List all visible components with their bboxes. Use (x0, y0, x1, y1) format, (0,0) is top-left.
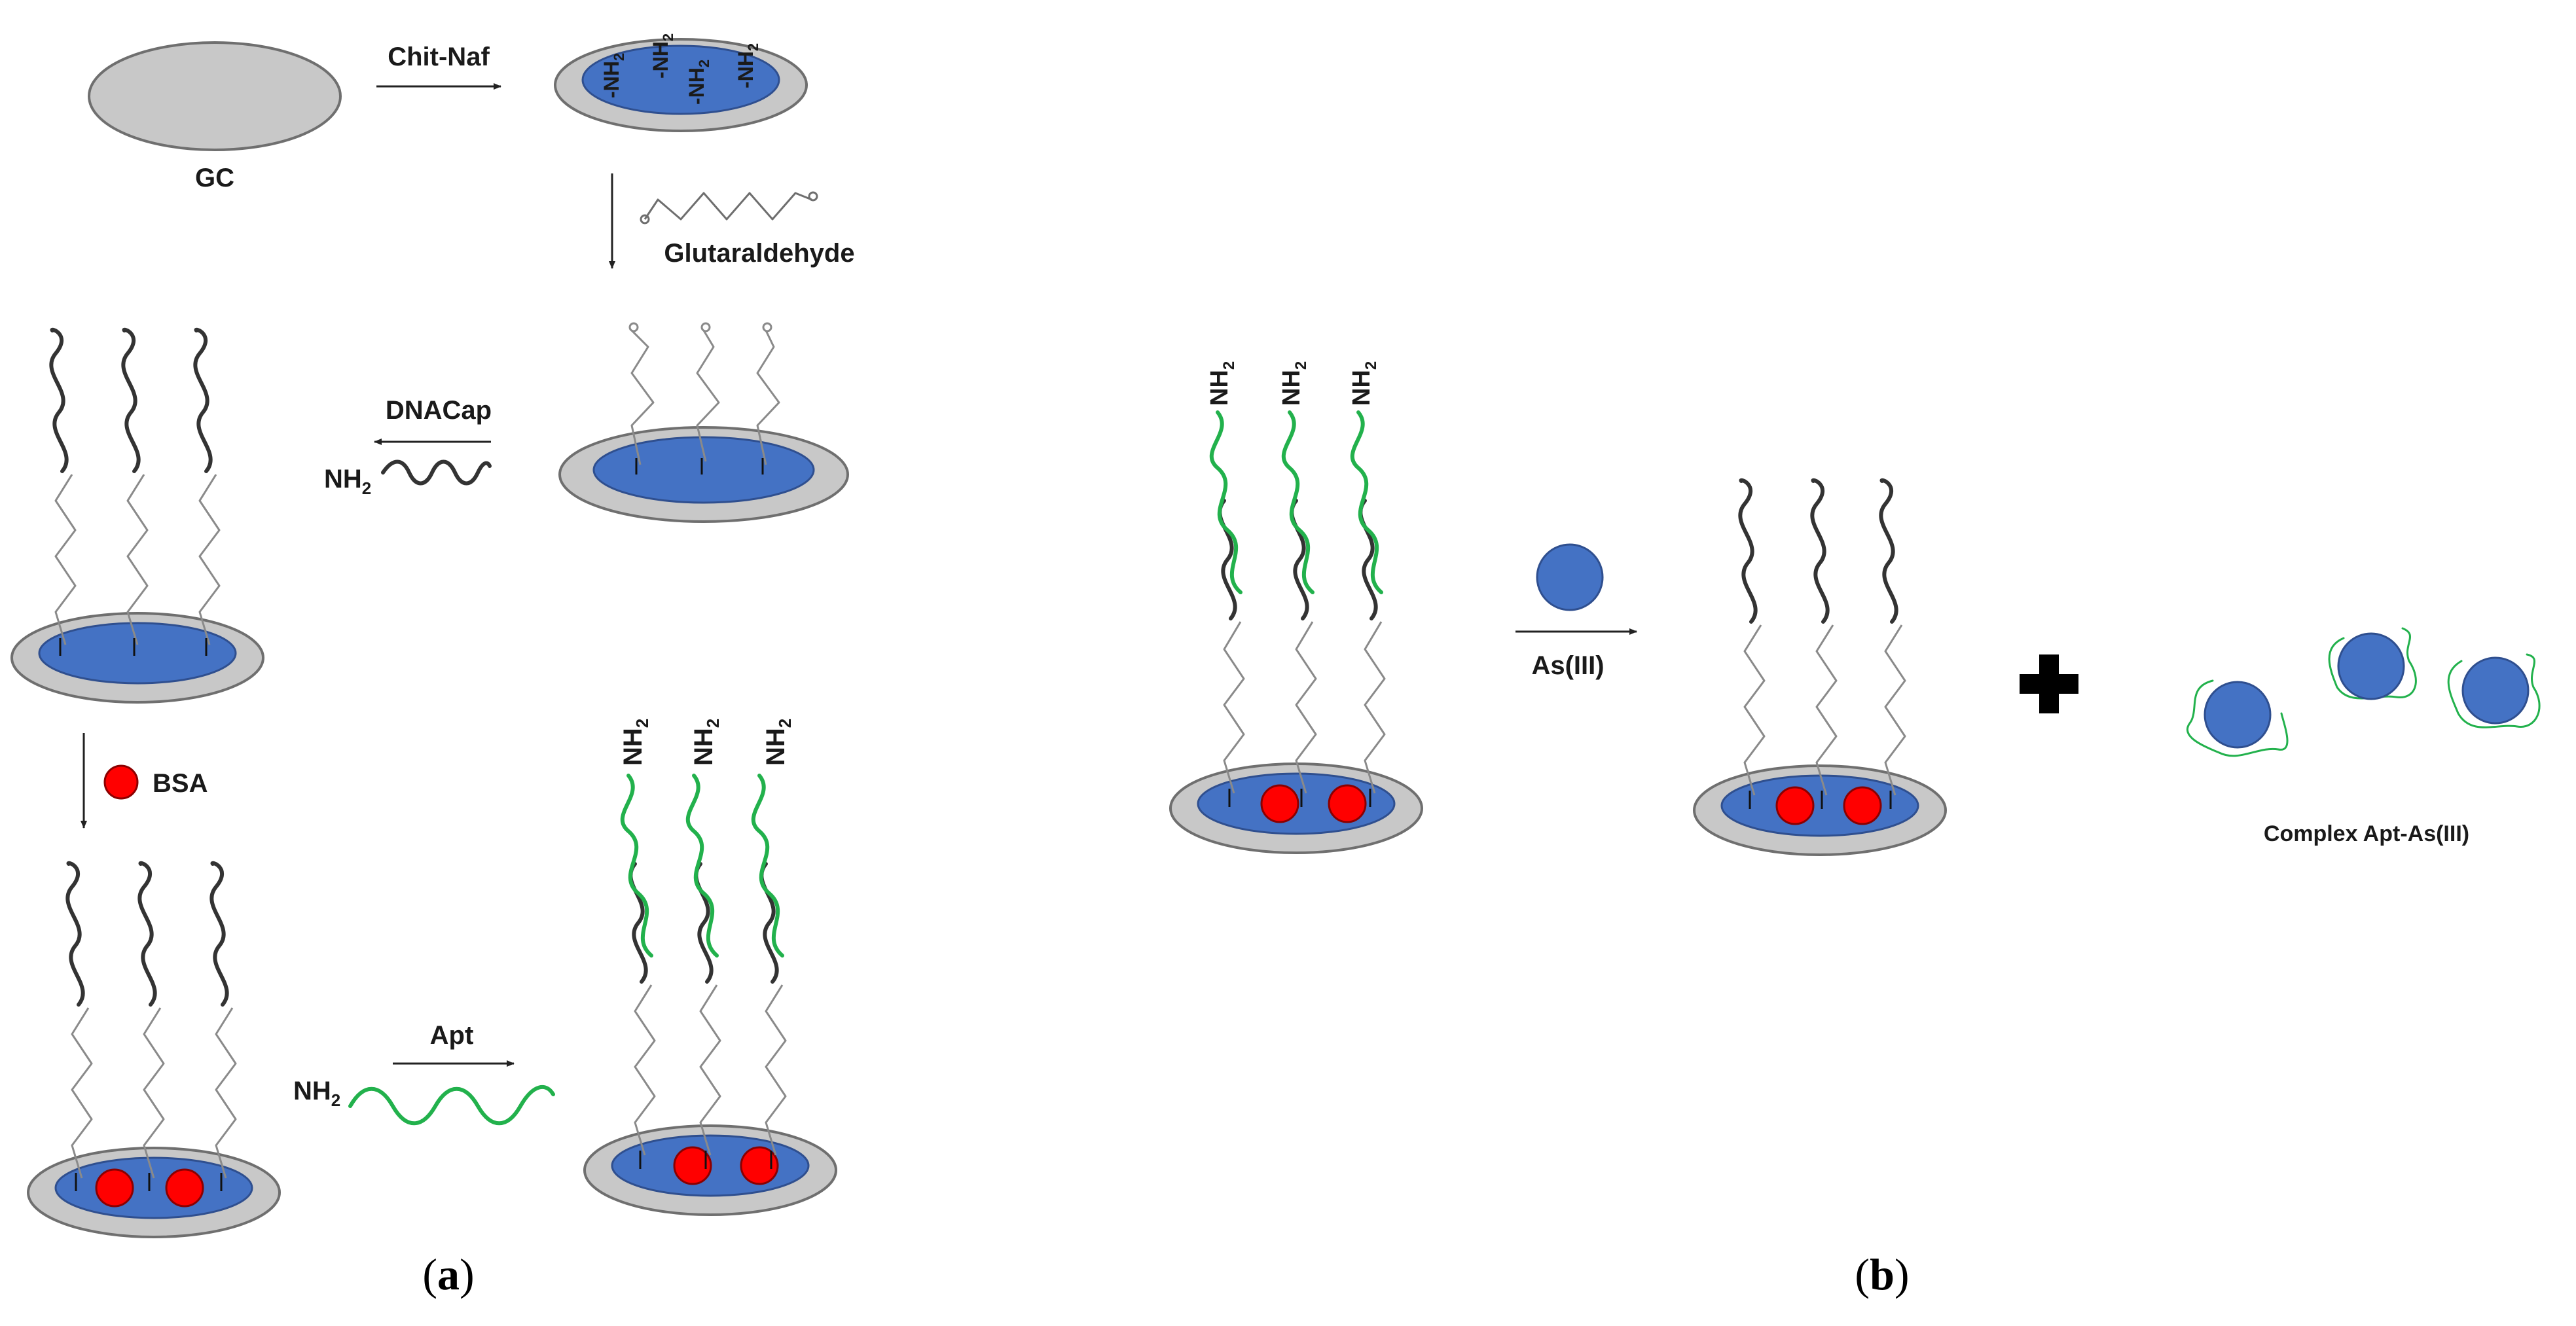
complex-label: Complex Apt-As(III) (2264, 821, 2469, 846)
step5-nh2: NH2 (293, 1077, 340, 1110)
dnacap-strand (381, 459, 492, 486)
aptamer-nh2-labels: NH2 NH2 NH2 (619, 719, 795, 766)
bsa-molecule-icon (103, 764, 139, 800)
arsenic-ion-icon (2204, 681, 2272, 749)
b-nh2-2: NH2 (1278, 361, 1310, 406)
b-nh2-1: NH2 (1206, 361, 1238, 406)
gc-electrode (88, 41, 342, 151)
step5-label: Apt (430, 1021, 474, 1050)
sensor-before-probes (1209, 410, 1386, 807)
bsa-molecule-icon (165, 1168, 204, 1208)
nh2-group-1: -NH2 (600, 53, 627, 98)
gc-label: GC (195, 164, 234, 192)
complex-2 (2328, 627, 2417, 700)
bsa-molecule-icon (673, 1146, 712, 1185)
arsenic-ion-icon (2337, 632, 2405, 700)
sensor-before (1169, 762, 1423, 854)
panel-b-letter: b (1870, 1249, 1895, 1299)
sensor-after (1693, 764, 1947, 856)
step3-label: DNACap (386, 396, 492, 425)
arsenic-step-label: As(III) (1531, 651, 1604, 680)
chitnaf-electrode (554, 38, 808, 132)
step2-label: Glutaraldehyde (664, 239, 854, 268)
panel-a-label: (a) (422, 1249, 474, 1299)
step4-label: BSA (153, 769, 208, 798)
dnacap-probes (49, 327, 221, 656)
apt-nh2-2: NH2 (689, 719, 723, 766)
bsa-molecule-icon (95, 1168, 134, 1208)
arsenic-ion-icon (2461, 656, 2530, 725)
complex-1 (2186, 679, 2289, 757)
glutaraldehyde-molecule-icon (644, 192, 812, 221)
arsenic-ion-icon (1536, 543, 1604, 611)
dnacap-electrode (10, 612, 264, 704)
apt-nh2-1: NH2 (619, 719, 652, 766)
bsa-molecule-icon (740, 1146, 779, 1185)
aldehyde-end-icon (640, 214, 650, 224)
b-nh2-3: NH2 (1348, 361, 1380, 406)
aptamer-strand (348, 1084, 555, 1126)
plus-icon (2020, 654, 2078, 713)
step1-label: Chit-Naf (388, 43, 490, 71)
aptamer-electrode (583, 1124, 837, 1216)
apt-nh2-3: NH2 (761, 719, 795, 766)
bsa-molecule-icon (1328, 784, 1367, 823)
aldehyde-end-icon (808, 191, 818, 202)
aptamer-probes (620, 774, 787, 1169)
bsa-molecule-icon (1775, 786, 1815, 825)
complex-3 (2447, 653, 2541, 728)
glutaraldehyde-electrode (558, 426, 849, 523)
bsa-molecule-icon (1843, 786, 1882, 825)
bsa-molecule-icon (1260, 784, 1299, 823)
sensor-after-probes (1738, 478, 1906, 809)
panel-b-label: (b) (1855, 1249, 1909, 1299)
panel-a-letter: a (437, 1249, 460, 1299)
step3-nh2: NH2 (324, 465, 371, 498)
panel-b-nh2-labels: NH2 NH2 NH2 (1206, 361, 1380, 406)
bsa-electrode (27, 1147, 281, 1238)
bsa-probes (65, 861, 237, 1191)
glutaraldehyde-linkers (628, 322, 780, 475)
